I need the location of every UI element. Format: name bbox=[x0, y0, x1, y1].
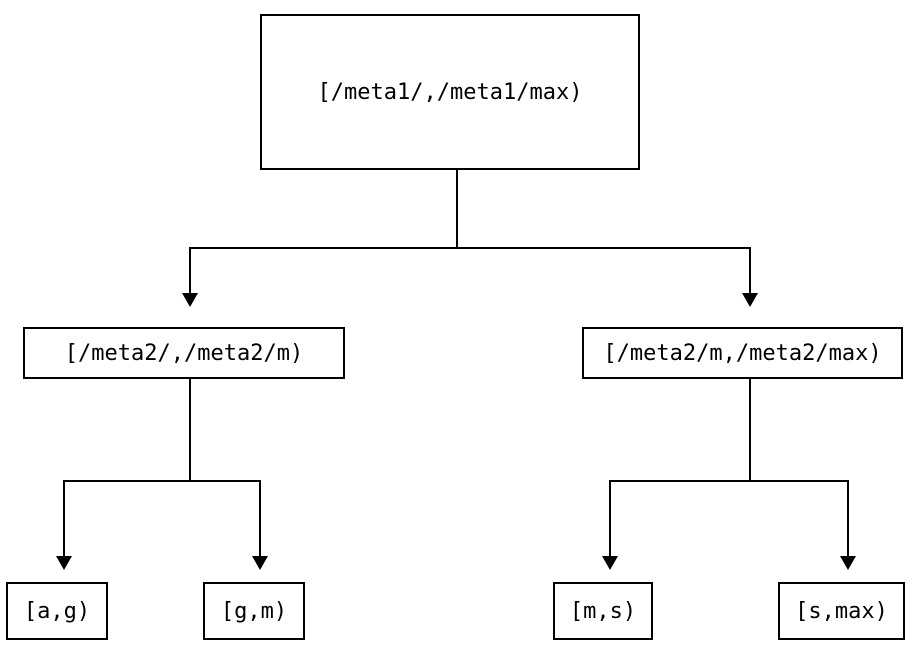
arrow-down-icon bbox=[602, 556, 618, 570]
connector-to-leaf-a-g bbox=[63, 480, 65, 556]
connector-to-leaf-m-s bbox=[609, 480, 611, 556]
node-root-meta1-range: [/meta1/,/meta1/max) bbox=[260, 14, 640, 170]
connector-left-child-branch bbox=[63, 480, 261, 482]
arrow-down-icon bbox=[182, 293, 198, 307]
arrow-down-icon bbox=[252, 556, 268, 570]
connector-left-child-trunk bbox=[189, 379, 191, 481]
connector-root-trunk bbox=[456, 170, 458, 249]
node-meta2-lower-label: [/meta2/,/meta2/m) bbox=[64, 340, 304, 366]
connector-root-branch bbox=[189, 247, 751, 249]
node-meta2-upper-label: [/meta2/m,/meta2/max) bbox=[603, 340, 882, 366]
connector-to-right-child bbox=[749, 247, 751, 293]
connector-to-leaf-g-m bbox=[259, 480, 261, 556]
arrow-down-icon bbox=[840, 556, 856, 570]
arrow-down-icon bbox=[56, 556, 72, 570]
leaf-g-m-label: [g,m) bbox=[220, 598, 288, 624]
leaf-s-max-label: [s,max) bbox=[795, 598, 888, 624]
connector-to-leaf-s-max bbox=[847, 480, 849, 556]
connector-right-child-trunk bbox=[749, 379, 751, 481]
leaf-node-a-g: [a,g) bbox=[6, 582, 108, 640]
node-meta2-lower-range: [/meta2/,/meta2/m) bbox=[23, 327, 345, 379]
leaf-m-s-label: [m,s) bbox=[569, 598, 637, 624]
leaf-node-s-max: [s,max) bbox=[778, 582, 905, 640]
connector-right-child-branch bbox=[609, 480, 849, 482]
leaf-node-g-m: [g,m) bbox=[203, 582, 305, 640]
arrow-down-icon bbox=[742, 293, 758, 307]
connector-to-left-child bbox=[189, 247, 191, 293]
leaf-a-g-label: [a,g) bbox=[23, 598, 91, 624]
leaf-node-m-s: [m,s) bbox=[553, 582, 653, 640]
node-root-label: [/meta1/,/meta1/max) bbox=[317, 79, 583, 105]
node-meta2-upper-range: [/meta2/m,/meta2/max) bbox=[582, 327, 903, 379]
